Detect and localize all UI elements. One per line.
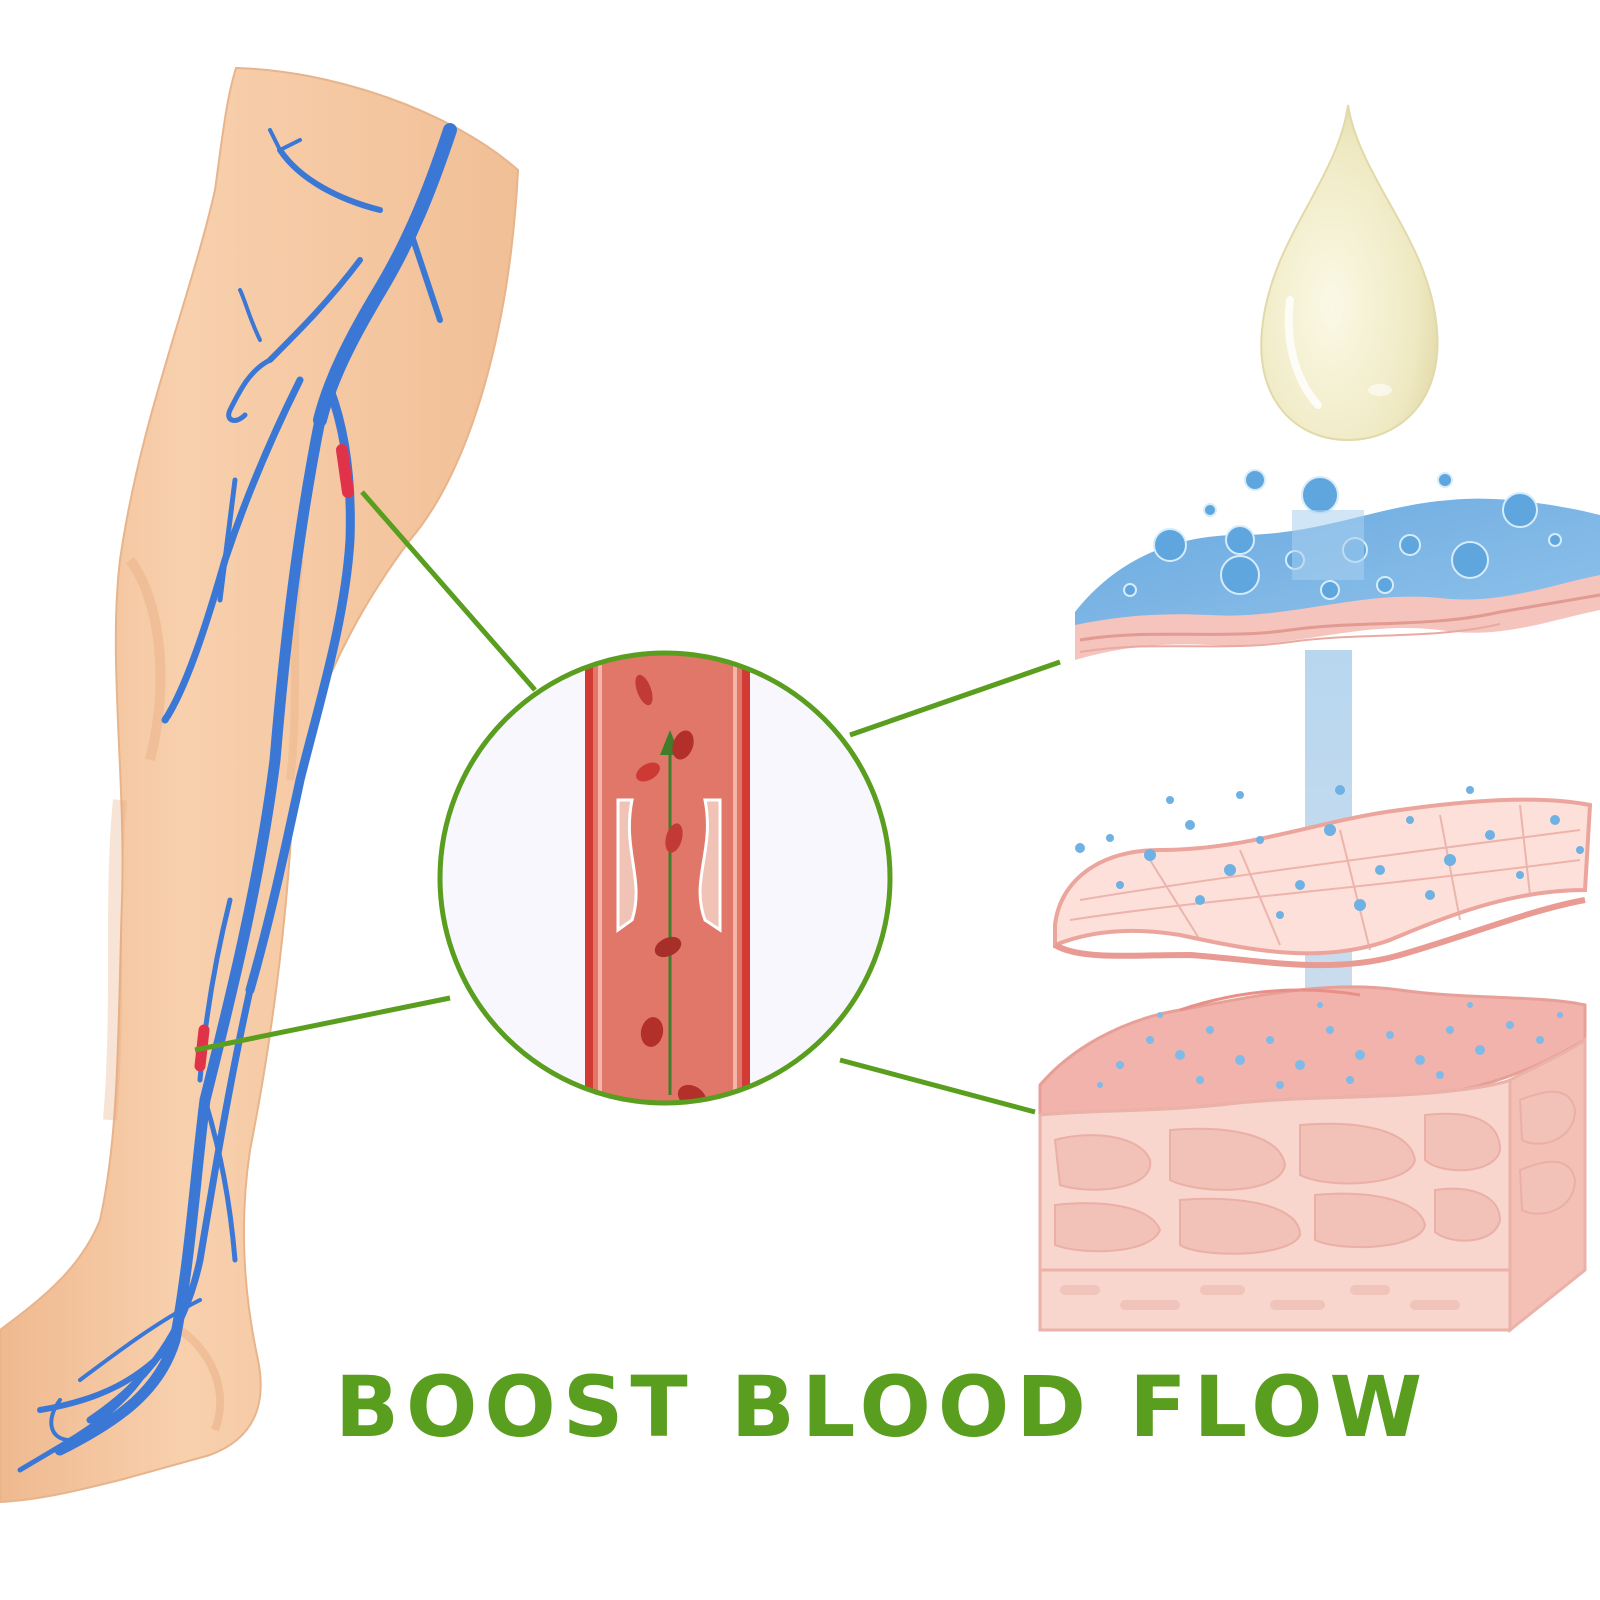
- skin-tissue-block-icon: [1038, 985, 1587, 1334]
- skin-dermis-layer-icon: [1053, 785, 1593, 969]
- headline: BOOST BLOOD FLOW: [335, 1358, 1430, 1456]
- vessel-zoom-icon: [437, 650, 893, 1106]
- serum-droplet-icon: [1260, 104, 1439, 442]
- connector-lines: [194, 490, 1061, 1115]
- vein-network-icon: [17, 123, 457, 1473]
- leg-illustration-icon: [0, 66, 520, 1504]
